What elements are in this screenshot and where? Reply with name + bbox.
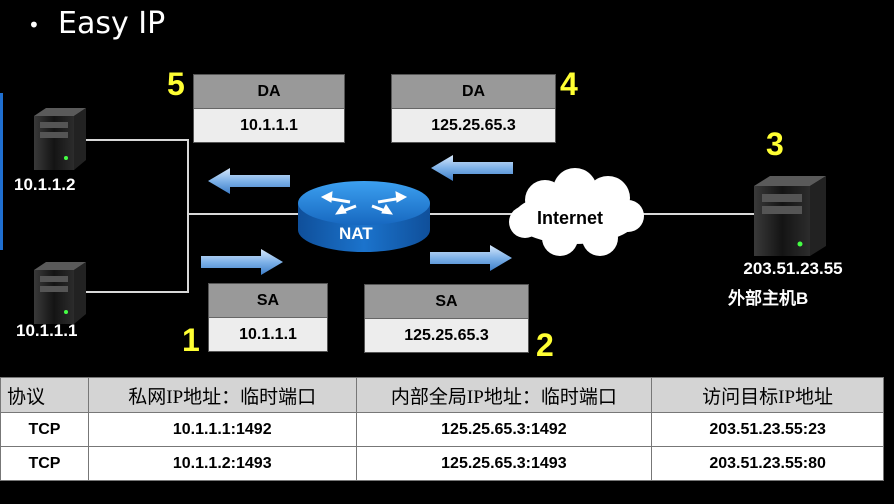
packet-value: 10.1.1.1 <box>194 109 344 142</box>
packet-box-da-inside: DA 10.1.1.1 <box>193 74 345 143</box>
external-host-ip: 203.51.23.55 <box>743 259 843 278</box>
server-icon <box>754 176 826 256</box>
step-number: 5 <box>167 66 185 102</box>
packet-value: 125.25.65.3 <box>365 319 528 352</box>
server-icon <box>34 262 86 324</box>
server-icon <box>34 108 86 170</box>
step-number: 3 <box>766 126 784 162</box>
arrow-left-icon <box>431 155 513 181</box>
step-number: 2 <box>536 327 554 363</box>
arrow-left-icon <box>208 168 290 194</box>
packet-value: 10.1.1.1 <box>209 318 327 351</box>
table-row: TCP 10.1.1.1:1492 125.25.65.3:1492 203.5… <box>0 412 884 447</box>
table-cell: 10.1.1.2:1493 <box>87 446 357 481</box>
step-number: 4 <box>560 66 578 102</box>
cloud-label: Internet <box>537 208 604 228</box>
table-cell: 10.1.1.1:1492 <box>87 412 357 447</box>
table-header: 访问目标IP地址 <box>651 377 884 413</box>
table-header: 协议 <box>0 377 89 413</box>
cloud-icon <box>509 168 644 256</box>
router-label: NAT <box>339 224 373 243</box>
table-header: 内部全局IP地址：临时端口 <box>355 377 653 413</box>
table-header: 私网IP地址：临时端口 <box>87 377 357 413</box>
packet-header: DA <box>194 75 344 109</box>
packet-value: 125.25.65.3 <box>392 109 555 142</box>
external-host-name: 外部主机B <box>728 289 809 308</box>
host-ip-label: 10.1.1.2 <box>14 175 76 194</box>
table-cell: 125.25.65.3:1493 <box>355 446 653 481</box>
table-cell: TCP <box>0 446 89 481</box>
nat-table: 协议 私网IP地址：临时端口 内部全局IP地址：临时端口 访问目标IP地址 TC… <box>0 377 884 481</box>
packet-header: SA <box>209 284 327 318</box>
bullet-icon: • <box>28 12 40 37</box>
table-cell: 203.51.23.55:80 <box>651 446 884 481</box>
packet-box-da-outside: DA 125.25.65.3 <box>391 74 556 143</box>
router-icon <box>298 181 430 252</box>
table-cell: 203.51.23.55:23 <box>651 412 884 447</box>
table-row: TCP 10.1.1.2:1493 125.25.65.3:1493 203.5… <box>0 446 884 481</box>
packet-header: DA <box>392 75 555 109</box>
packet-box-sa-outside: SA 125.25.65.3 <box>364 284 529 353</box>
table-header-row: 协议 私网IP地址：临时端口 内部全局IP地址：临时端口 访问目标IP地址 <box>0 377 884 413</box>
title-text: Easy IP <box>58 6 166 41</box>
table-cell: TCP <box>0 412 89 447</box>
host-ip-label: 10.1.1.1 <box>16 321 78 340</box>
step-number: 1 <box>182 322 200 358</box>
arrow-right-icon <box>201 249 283 275</box>
slide-title: • Easy IP <box>28 6 165 41</box>
table-cell: 125.25.65.3:1492 <box>355 412 653 447</box>
edge-accent-bar <box>0 93 3 250</box>
arrow-right-icon <box>430 245 512 271</box>
packet-header: SA <box>365 285 528 319</box>
connection-lines <box>86 139 755 293</box>
packet-box-sa-inside: SA 10.1.1.1 <box>208 283 328 352</box>
